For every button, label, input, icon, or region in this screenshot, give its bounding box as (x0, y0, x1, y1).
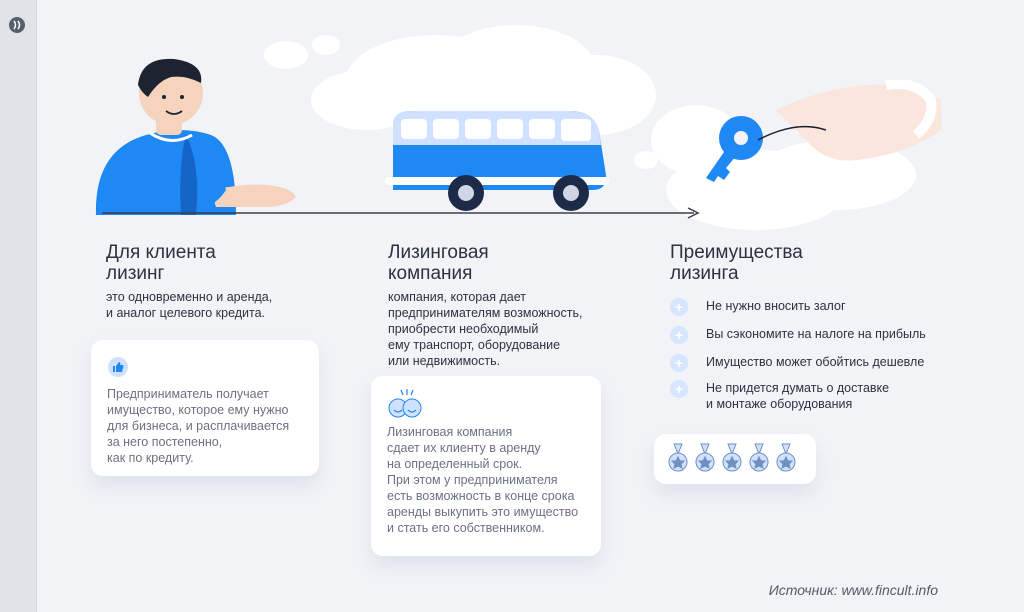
benefit-item: + Вы сэкономите на налоге на прибыль (670, 326, 926, 344)
smiling-faces-icon (388, 389, 422, 418)
infographic: Для клиента лизинг это одновременно и ар… (36, 0, 1024, 612)
benefits-list: + Не нужно вносить залог + Вы сэкономите… (670, 298, 990, 418)
plus-icon: + (670, 354, 688, 372)
client-card-text: Предприниматель получает имущество, кото… (107, 387, 290, 465)
client-card: Предприниматель получает имущество, кото… (91, 340, 319, 476)
client-title: Для клиента лизинг (106, 242, 216, 284)
benefit-item: + Имущество может обойтись дешевле (670, 354, 924, 372)
plus-icon: + (670, 380, 688, 398)
timeline-arrow (102, 207, 700, 219)
company-card: Лизинговая компания сдает их клиенту в а… (371, 376, 601, 556)
medals-card (654, 434, 816, 484)
logo-icon (9, 17, 25, 33)
sidebar (0, 0, 37, 612)
benefit-item: + Не придется думать о доставке и монтаж… (670, 380, 889, 412)
company-title: Лизинговая компания (388, 242, 489, 284)
plus-icon: + (670, 298, 688, 316)
client-illustration (95, 58, 296, 215)
thumbs-up-icon (108, 357, 128, 377)
key-illustration (706, 80, 941, 182)
award-medal-icon (668, 443, 796, 472)
van-illustration (385, 111, 609, 211)
company-card-text: Лизинговая компания сдает их клиенту в а… (387, 425, 579, 535)
company-description: компания, которая дает предпринимателям … (388, 290, 583, 368)
plus-icon: + (670, 326, 688, 344)
client-description: это одновременно и аренда, и аналог целе… (106, 290, 273, 320)
benefits-title: Преимущества лизинга (670, 242, 803, 284)
source-label: Источник: www.fincult.info (768, 582, 938, 598)
benefit-item: + Не нужно вносить залог (670, 298, 846, 316)
